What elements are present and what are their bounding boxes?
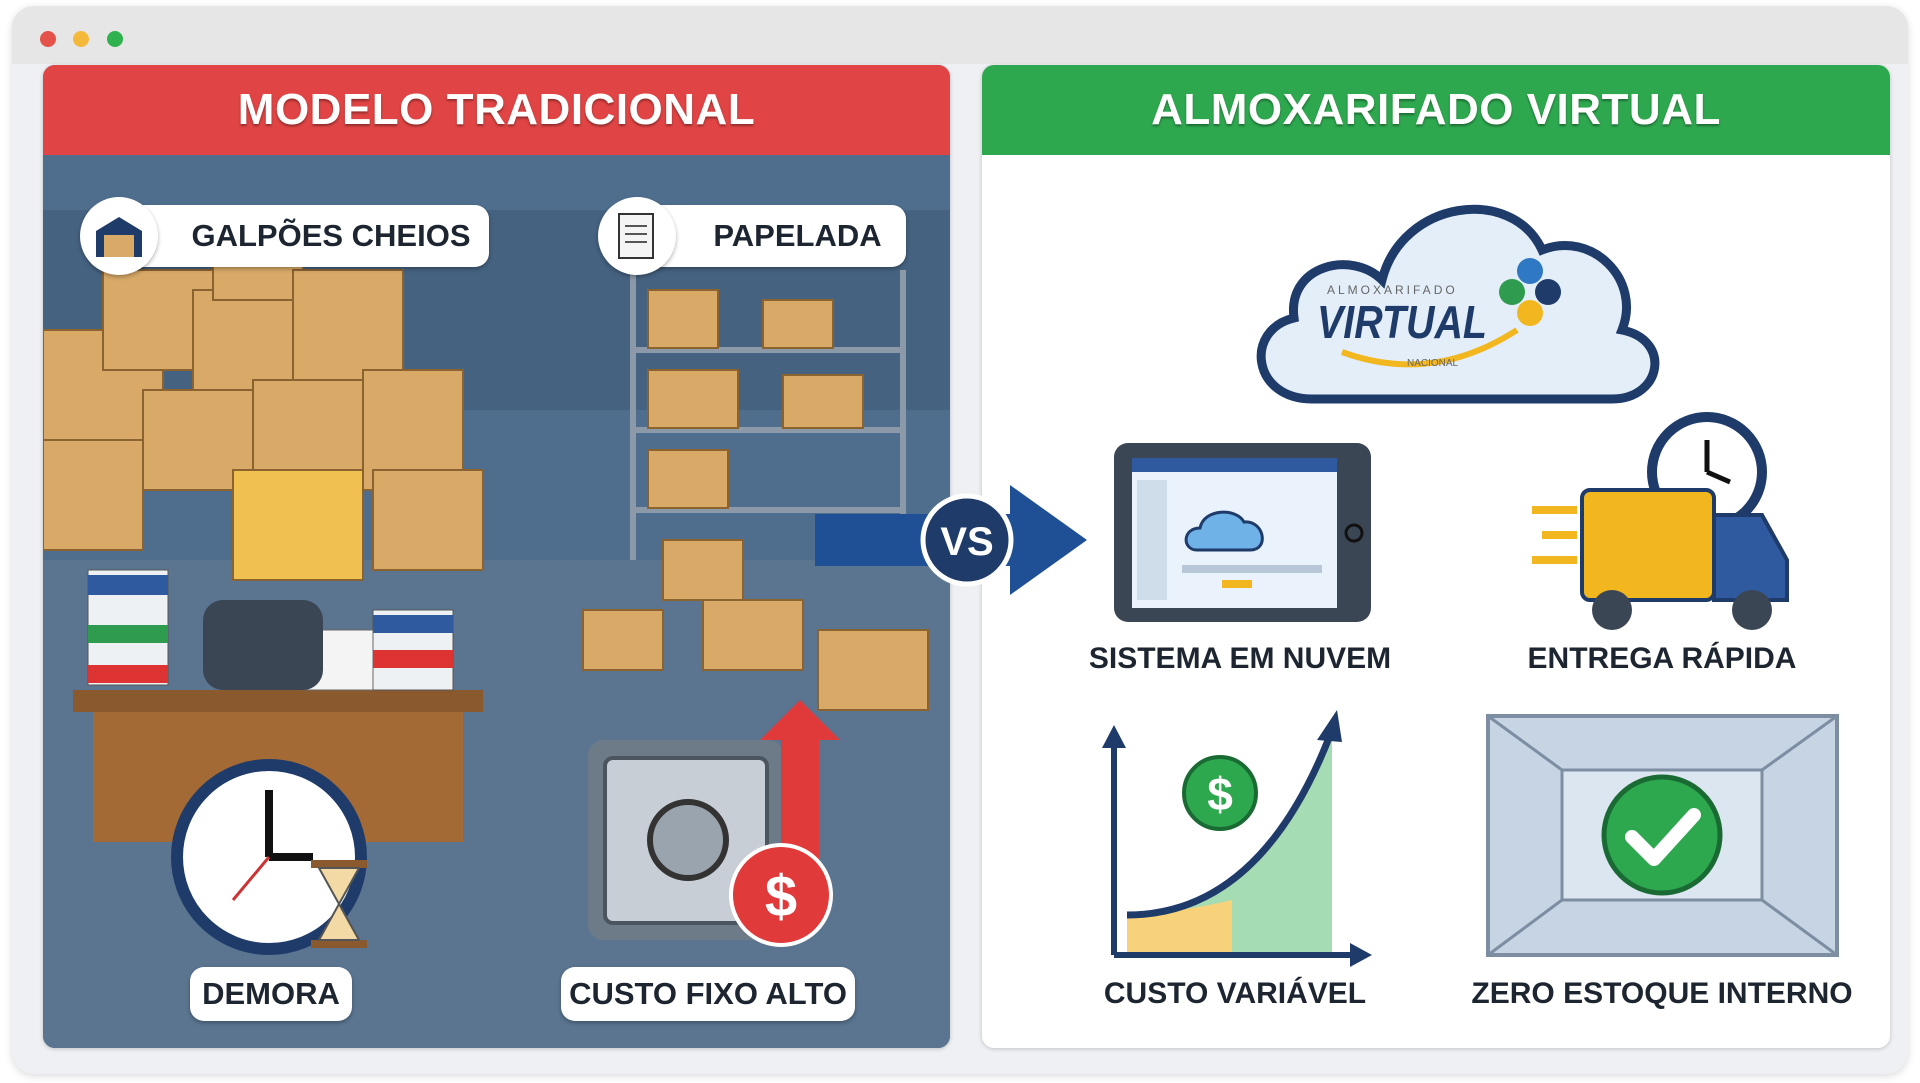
warehouses-label: GALPÕES CHEIOS (123, 205, 489, 267)
virtual-warehouse-title: ALMOXARIFADO VIRTUAL (982, 65, 1890, 155)
dollar-sign-icon: $ (765, 864, 797, 929)
hourglass-icon (311, 860, 367, 948)
dollar-sign-icon: $ (1207, 768, 1233, 820)
warehouse-icon (80, 197, 158, 275)
shelf-rack (630, 270, 906, 560)
rising-cost-arrow-icon: $ (729, 700, 840, 947)
checkmark-icon (1601, 774, 1723, 896)
delay-label: DEMORA (190, 967, 352, 1021)
shelf-boxes (582, 289, 929, 711)
fast-delivery-label: ENTREGA RÁPIDA (1527, 642, 1797, 675)
fixed-cost-label: CUSTO FIXO ALTO (561, 967, 855, 1021)
logo-bottom-text: NACIONAL (1407, 358, 1459, 369)
delivery-truck-icon (1532, 412, 1789, 630)
vs-arrow-icon: VS (815, 485, 1087, 595)
vs-label: VS (940, 520, 993, 564)
safe-icon (588, 740, 784, 940)
binders (87, 569, 454, 691)
paperwork-label: PAPELADA (639, 205, 906, 267)
empty-stock-room-icon (1486, 714, 1839, 957)
paperwork-icon (598, 197, 676, 275)
maximize-button[interactable] (107, 31, 123, 47)
cloud-system-label: SISTEMA EM NUVEM (1088, 642, 1392, 675)
minimize-button[interactable] (73, 31, 89, 47)
variable-cost-label: CUSTO VARIÁVEL (1103, 977, 1367, 1010)
virtual-warehouse-panel: ALMOXARIFADO VIRTUAL NACIONAL (982, 65, 1890, 1048)
desk (73, 690, 483, 712)
logo-top-text: ALMOXARIFADO (1327, 283, 1458, 297)
virtual-illustration: ALMOXARIFADO VIRTUAL NACIONAL (1102, 204, 1839, 967)
variable-cost-chart-icon: $ (1102, 710, 1372, 967)
close-button[interactable] (40, 31, 56, 47)
zero-stock-label: ZERO ESTOQUE INTERNO (1471, 977, 1853, 1010)
title-bar (12, 6, 1908, 64)
tablet-cloud-icon (1114, 443, 1371, 622)
traditional-model-panel: $ MODELO TRADICIONAL GALPÕES CHEIOS PAPE… (43, 65, 950, 1048)
traditional-model-title: MODELO TRADICIONAL (43, 65, 950, 155)
clock-icon (171, 759, 367, 955)
cloud-logo: ALMOXARIFADO VIRTUAL NACIONAL (1256, 204, 1660, 404)
logo-main-text: VIRTUAL (1317, 296, 1487, 348)
